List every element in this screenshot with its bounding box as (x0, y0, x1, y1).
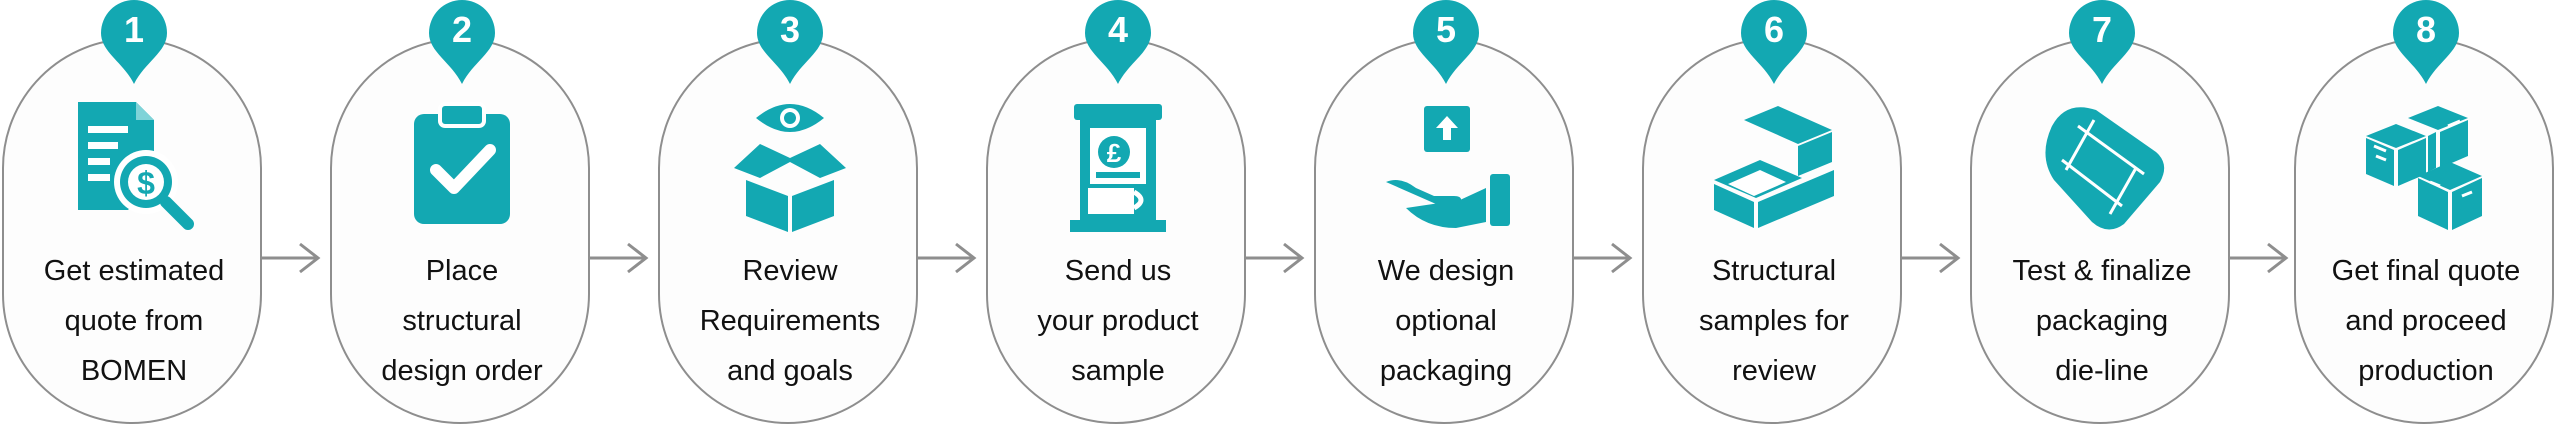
arrow-right-icon (1246, 242, 1305, 274)
hand-box-icon (1386, 106, 1510, 228)
svg-text:$: $ (137, 165, 155, 201)
step-number: 8 (2415, 9, 2437, 50)
step-1: 1 $ Get estimated quote from BOMEN (2, 0, 266, 427)
step-label-line: and proceed (2345, 305, 2507, 337)
step-8: 8 Get final quote and proceed production (2294, 0, 2558, 427)
box-samples-icon (1714, 106, 1834, 228)
step-label-line: quote from (64, 305, 204, 337)
step-label: Test & finalize packaging die-line (1976, 246, 2228, 396)
step-number: 2 (451, 9, 473, 50)
step-pin (757, 0, 823, 84)
step-capsule (1642, 38, 1902, 424)
step-number: 3 (779, 9, 801, 50)
step-label-line: structural (402, 305, 522, 337)
arrow-right-icon (262, 242, 321, 274)
step-label-line: optional (1395, 305, 1497, 337)
step-label-line: We design (1377, 255, 1515, 287)
step-number: 5 (1435, 9, 1457, 50)
step-label-line: BOMEN (80, 355, 188, 387)
step-label-line: Structural (1711, 255, 1837, 287)
step-label-line: and goals (727, 355, 853, 387)
step-number: 7 (2091, 9, 2113, 50)
step-label: Review Requirements and goals (664, 246, 916, 396)
step-label-line: Test & finalize (2012, 255, 2192, 287)
step-label: Get final quote and proceed production (2300, 246, 2552, 396)
step-label-line: Place (425, 255, 499, 287)
step-label-line: die-line (2055, 355, 2149, 387)
step-pin (101, 0, 167, 84)
step-capsule (2294, 38, 2554, 424)
step-label: Structural samples for review (1648, 246, 1900, 396)
die-line-icon (2045, 107, 2165, 230)
step-label-line: production (2358, 355, 2494, 387)
step-number: 4 (1107, 9, 1129, 50)
step-label-line: packaging (1379, 355, 1513, 387)
svg-text:£: £ (1107, 138, 1122, 168)
arrow-right-icon (1902, 242, 1961, 274)
step-6: 6 Structural samples for review (1642, 0, 1906, 427)
step-pin (1741, 0, 1807, 84)
step-2: 2 Place structural design order (330, 0, 594, 427)
step-label: Get estimated quote from BOMEN (8, 246, 260, 396)
step-label-line: your product (1037, 305, 1199, 337)
step-label-line: samples for (1699, 305, 1849, 337)
arrow-right-icon (918, 242, 977, 274)
arrow-right-icon (2230, 242, 2289, 274)
step-label-line: review (1732, 355, 1816, 387)
step-pin (429, 0, 495, 84)
step-pin (2393, 0, 2459, 84)
step-label-line: Requirements (699, 305, 881, 337)
step-label: Place structural design order (336, 246, 588, 396)
step-label-line: Get estimated (43, 255, 225, 287)
step-label-line: sample (1071, 355, 1165, 387)
step-label: We design optional packaging (1320, 246, 1572, 396)
step-label-line: Get final quote (2331, 255, 2521, 287)
step-7: 7 Test & finalize packaging die-line (1970, 0, 2234, 427)
step-5: 5 We design optional packaging (1314, 0, 1578, 427)
step-pin (2069, 0, 2135, 84)
arrow-right-icon (1574, 242, 1633, 274)
step-capsule (1970, 38, 2230, 424)
step-number: 1 (123, 9, 145, 50)
step-label-line: Review (742, 255, 838, 287)
step-pin (1413, 0, 1479, 84)
product-kiosk-icon: £ (1070, 104, 1166, 232)
clipboard-check-icon (414, 102, 510, 224)
step-4: 4 £ Send us your product sample (986, 0, 1250, 427)
step-label: Send us your product sample (992, 246, 1244, 396)
quote-search-icon: $ (78, 102, 194, 230)
step-number: 6 (1763, 9, 1785, 50)
step-label-line: Send us (1064, 255, 1172, 287)
arrow-right-icon (590, 242, 649, 274)
eye-box-icon (734, 104, 846, 232)
step-3: 3 Review Requirements and goals (658, 0, 922, 427)
step-label-line: design order (381, 355, 543, 387)
step-pin (1085, 0, 1151, 84)
step-label-line: packaging (2035, 305, 2169, 337)
stacked-boxes-icon (2366, 106, 2482, 230)
